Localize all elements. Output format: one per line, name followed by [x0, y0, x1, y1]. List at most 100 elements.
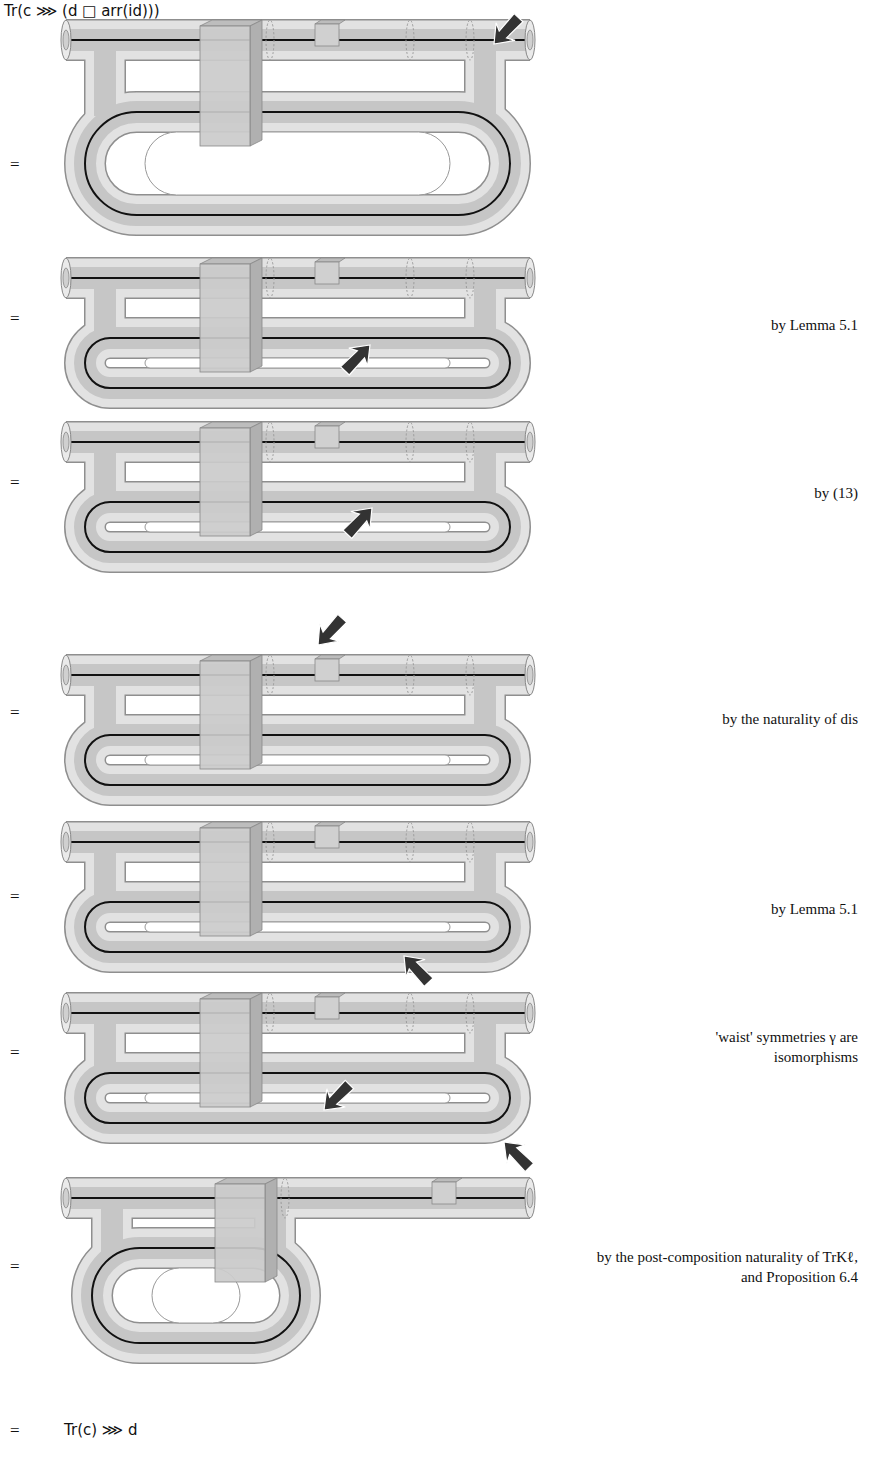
tube-end	[527, 268, 533, 288]
justification-note: 'waist' symmetries γ are isomorphisms	[693, 1028, 858, 1067]
equals-sign: =	[10, 308, 20, 330]
tube-layer	[474, 675, 496, 739]
loop-hole	[145, 1093, 450, 1103]
tube-end	[527, 1188, 533, 1208]
equals-sign: =	[10, 1256, 20, 1278]
waist-ring	[406, 20, 414, 60]
tube-layer	[85, 1073, 510, 1123]
waist-ring	[466, 20, 474, 60]
tube-layer	[66, 821, 530, 863]
tube-layer	[85, 735, 510, 785]
prism-side	[250, 258, 262, 372]
equals-sign: =	[10, 886, 20, 908]
tube-diagram	[61, 822, 535, 991]
waist-ring	[466, 822, 474, 862]
tube-layer	[474, 442, 496, 506]
tube-end	[61, 822, 71, 862]
equals-sign: =	[10, 154, 20, 176]
waist-ring	[266, 993, 274, 1033]
tube-layer	[66, 421, 530, 463]
small-cube	[315, 997, 339, 1019]
tube-end	[525, 993, 535, 1033]
tube-end	[63, 30, 69, 50]
tube-end	[527, 1003, 533, 1023]
tube-layer	[66, 831, 530, 853]
prism-side	[250, 422, 262, 536]
tube-end	[63, 665, 69, 685]
prism-box	[200, 999, 250, 1107]
tube-layer	[66, 992, 530, 1034]
tube-layer	[85, 902, 510, 952]
waist-ring	[466, 258, 474, 298]
tube-end	[61, 1178, 71, 1218]
tube-layer	[94, 40, 116, 116]
tube-layer	[85, 902, 510, 952]
tube-layer	[94, 842, 116, 906]
tube-layer	[94, 675, 116, 739]
tube-layer	[85, 502, 510, 552]
tube-layer	[85, 502, 510, 552]
tube-end	[525, 422, 535, 462]
tube-end	[61, 20, 71, 60]
tube-diagram	[61, 9, 535, 215]
tube-end	[527, 665, 533, 685]
justification-note: by the naturality of dis	[598, 710, 858, 730]
tube-layer	[66, 664, 530, 686]
tube-layer	[85, 735, 510, 785]
tube-layer	[85, 112, 510, 215]
tube-end	[63, 1188, 69, 1208]
prism-side	[250, 655, 262, 769]
cube-top	[315, 422, 345, 426]
prism-box	[200, 264, 250, 372]
cube-top	[315, 655, 345, 659]
equals-sign: =	[10, 1420, 20, 1442]
tube-end	[63, 268, 69, 288]
tube-layer	[66, 267, 530, 289]
tube-layer	[66, 1177, 530, 1219]
tube-end	[525, 655, 535, 695]
equals-sign: =	[10, 1042, 20, 1064]
loop-hole	[145, 358, 450, 368]
tube-layer	[66, 654, 530, 696]
waist-ring	[266, 422, 274, 462]
tube-layer	[474, 40, 496, 116]
waist-ring	[406, 655, 414, 695]
tube-layer	[85, 735, 510, 785]
tube-end	[61, 422, 71, 462]
waist-ring	[466, 993, 474, 1033]
cube-top	[315, 822, 345, 826]
tube-end	[527, 432, 533, 452]
equals-sign: =	[10, 472, 20, 494]
pointer-arrow	[315, 1075, 359, 1119]
small-cube	[315, 659, 339, 681]
pointer-arrow	[338, 499, 382, 543]
tube-layer	[85, 338, 510, 388]
tube-end	[525, 822, 535, 862]
waist-ring	[406, 822, 414, 862]
tube-layer	[94, 1013, 116, 1077]
waist-ring	[266, 258, 274, 298]
tube-diagram	[61, 993, 539, 1177]
small-cube	[315, 262, 339, 284]
tube-diagram	[61, 258, 535, 388]
pointer-arrow	[484, 9, 528, 53]
tube-layer	[85, 502, 510, 552]
tube-end	[525, 1178, 535, 1218]
tube-layer	[94, 442, 116, 506]
tube-layer	[94, 278, 116, 342]
waist-ring	[266, 655, 274, 695]
justification-note: by Lemma 5.1	[658, 900, 858, 920]
tube-layer	[474, 278, 496, 342]
tube-layer	[66, 29, 530, 51]
prism-box	[200, 661, 250, 769]
waist-ring	[266, 822, 274, 862]
prism-box	[200, 428, 250, 536]
tube-layer	[85, 502, 510, 552]
tube-layer	[85, 902, 510, 952]
tube-layer	[66, 823, 530, 862]
tube-layer	[66, 431, 530, 453]
tube-layer	[66, 277, 530, 279]
tube-layer	[66, 1012, 530, 1014]
